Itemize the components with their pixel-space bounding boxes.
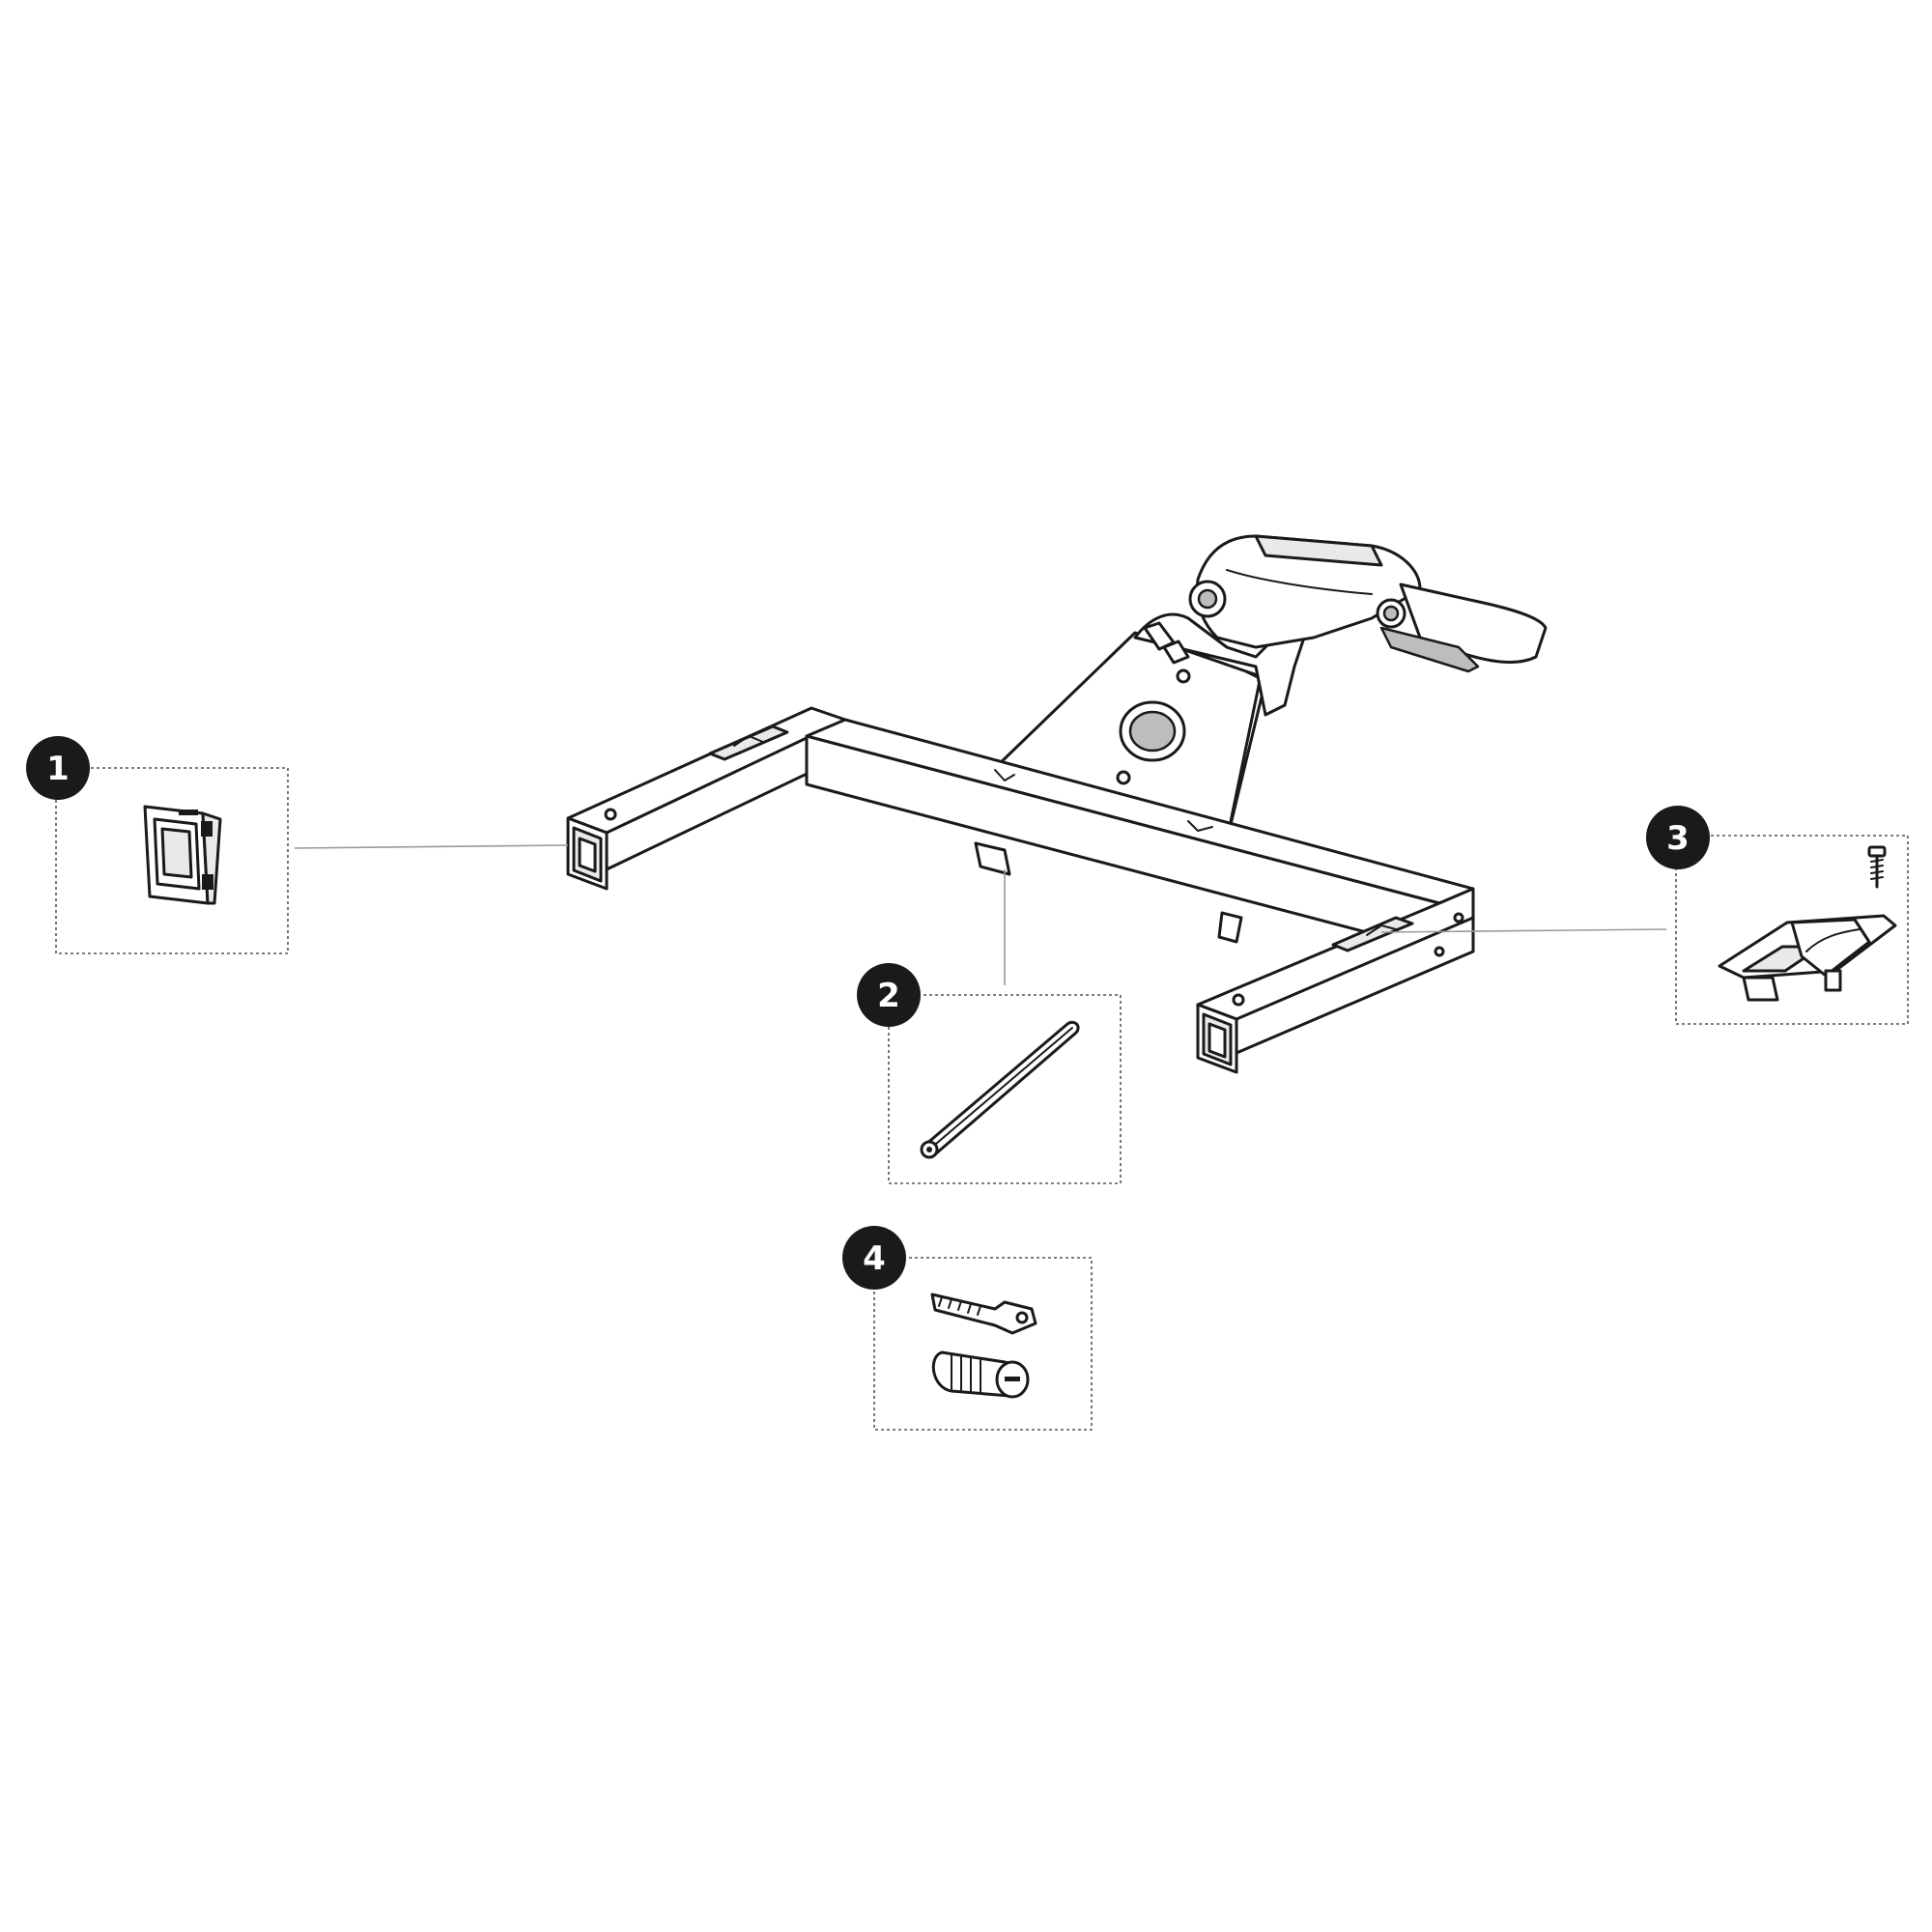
callout-3-box	[1675, 835, 1909, 1025]
callout-3-number: 3	[1666, 819, 1690, 858]
callout-2-badge	[857, 963, 921, 1027]
leader-line-3	[1380, 928, 1667, 933]
end-cap-icon	[143, 805, 222, 905]
leader-lines	[294, 844, 1667, 985]
callout-4-badge	[842, 1226, 906, 1290]
callout-4-box	[873, 1257, 1093, 1431]
callout-4-number: 4	[863, 1239, 886, 1278]
screw-icon	[1867, 845, 1887, 889]
lock-cylinder-icon	[931, 1350, 1030, 1399]
callout-1-badge	[26, 736, 90, 800]
callout-1-box	[55, 767, 289, 954]
callout-2-number: 2	[877, 977, 900, 1015]
callout-2-box	[888, 994, 1122, 1184]
callout-4: 4	[842, 1226, 1093, 1431]
callout-3: 3	[1646, 806, 1909, 1025]
callout-1: 1	[26, 736, 289, 954]
rubber-strip-icon	[920, 1020, 1080, 1159]
callout-3-badge	[1646, 806, 1710, 869]
right-arm-tube	[1196, 887, 1475, 1074]
t-track-adapter-icon	[1718, 914, 1897, 1002]
callout-1-number: 1	[46, 750, 70, 788]
left-arm-tube	[566, 706, 847, 891]
bike-carrier-frame	[566, 534, 1548, 1074]
key-icon	[930, 1293, 1037, 1335]
callout-2: 2	[857, 963, 1122, 1184]
hitch-clamp-handle	[1133, 534, 1548, 717]
leader-line-1	[294, 844, 569, 849]
